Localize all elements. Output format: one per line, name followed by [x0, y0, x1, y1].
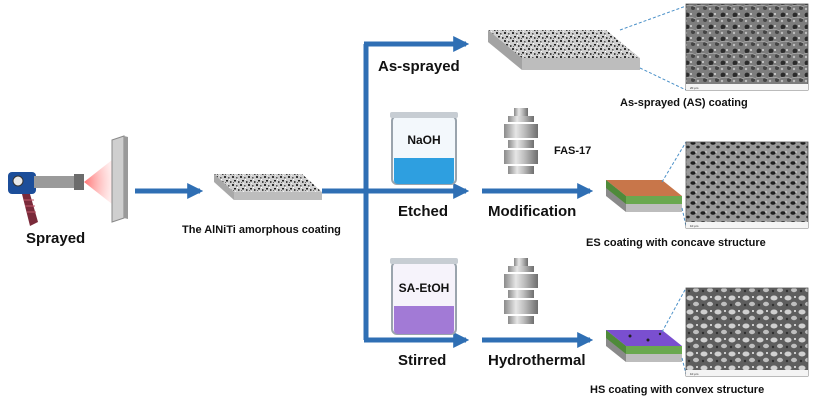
- spray-plume: [84, 160, 112, 204]
- label-as-coating: As-sprayed (AS) coating: [620, 97, 748, 109]
- sem-micrograph-hs: 10 μm: [685, 287, 809, 377]
- label-fas17: FAS-17: [554, 145, 592, 157]
- as-sprayed-slab: [488, 30, 640, 70]
- sem-es-scale: 10 μm: [690, 224, 699, 228]
- label-hydrothermal: Hydrothermal: [488, 352, 586, 369]
- label-amorphous-coating: The AlNiTi amorphous coating: [182, 224, 341, 236]
- sem-hs-scale: 10 μm: [690, 372, 699, 376]
- sem-as-scale: 20 μm: [690, 86, 699, 90]
- substrate-plate: [111, 135, 128, 223]
- label-etched: Etched: [398, 203, 449, 220]
- spray-gun-icon: [8, 172, 84, 226]
- amorphous-coating-slab: [214, 174, 322, 200]
- beaker-naoh-label: NaOH: [407, 133, 440, 147]
- label-hs-coating: HS coating with convex structure: [590, 384, 765, 396]
- sem-micrograph-es: 10 μm: [685, 141, 809, 229]
- label-es-coating: ES coating with concave structure: [586, 237, 766, 249]
- label-as-sprayed: As-sprayed: [378, 58, 460, 75]
- hs-coating-slab: [606, 330, 682, 362]
- label-sprayed: Sprayed: [26, 230, 86, 247]
- label-stirred: Stirred: [398, 352, 447, 369]
- beaker-naoh: NaOH: [390, 112, 458, 185]
- es-coating-slab: [606, 180, 682, 212]
- leader-lines: [619, 5, 687, 375]
- label-modification: Modification: [488, 203, 577, 220]
- beaker-saetoh: SA-EtOH: [390, 258, 458, 335]
- sem-micrograph-as: 20 μm: [685, 3, 809, 91]
- weight-icon: [504, 108, 538, 174]
- weight-icon: [504, 258, 538, 324]
- beaker-saetoh-label: SA-EtOH: [399, 281, 450, 295]
